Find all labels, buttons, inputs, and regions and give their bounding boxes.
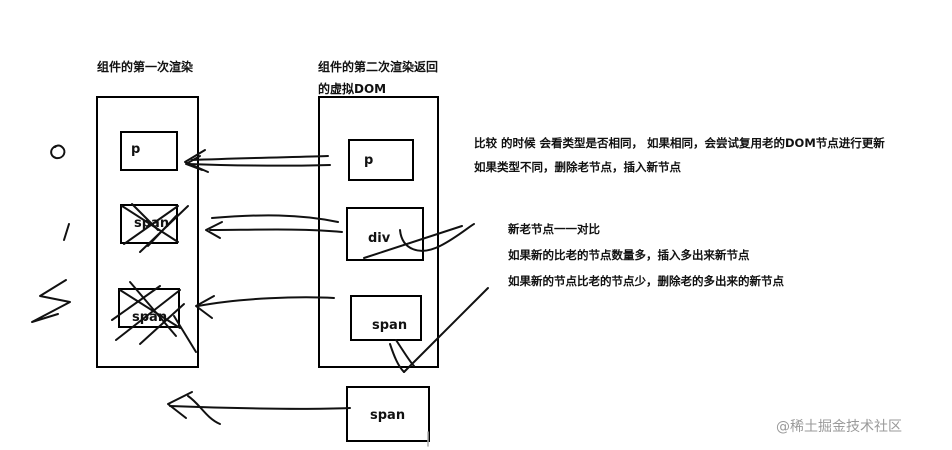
arrow-div-replace [205, 214, 343, 239]
note-more-new: 如果新的比老的节点数量多，插入多出来新节点 [508, 248, 750, 262]
arrow-extra-span [167, 391, 351, 425]
margin-scribble-zigzag [31, 279, 71, 323]
old-vdom-column [96, 96, 199, 368]
margin-scribble-tick [63, 223, 70, 241]
new-node-span: span [350, 295, 422, 341]
extra-node-span: span [346, 386, 430, 442]
new-node-p: p [348, 139, 414, 181]
cross-out-old-span-2 [111, 281, 197, 353]
scribble-new-span [389, 287, 489, 373]
note-type-differs: 如果类型不同，删除老节点，插入新节点 [474, 160, 681, 174]
second-render-heading-line1: 组件的第二次渲染返回 [318, 60, 439, 74]
note-one-by-one: 新老节点一一对比 [508, 222, 600, 236]
old-node-p-label: p [131, 142, 141, 157]
arrow-p-reuse [184, 149, 331, 173]
new-node-p-label: p [364, 153, 374, 168]
extra-node-span-label: span [370, 408, 406, 423]
margin-scribble-circle [50, 144, 66, 160]
new-node-div-label: div [368, 231, 391, 246]
watermark: @稀土掘金技术社区 [776, 419, 902, 435]
first-render-heading: 组件的第一次渲染 [97, 60, 194, 74]
second-render-heading-line2: 的虚拟DOM [318, 82, 387, 96]
note-compare-type: 比较 的时候 会看类型是否相同， 如果相同，会尝试复用老的DOM节点进行更新 [474, 136, 885, 150]
new-node-span-label: span [372, 318, 408, 333]
new-node-div: div [346, 207, 424, 261]
arrow-span-reuse [195, 295, 335, 319]
scribble-new-div [363, 223, 475, 259]
note-fewer-new: 如果新的节点比老的节点少，删除老的多出来的新节点 [508, 274, 784, 288]
cross-out-old-span [121, 203, 189, 253]
new-vdom-column [318, 96, 439, 368]
old-node-p: p [120, 131, 178, 171]
